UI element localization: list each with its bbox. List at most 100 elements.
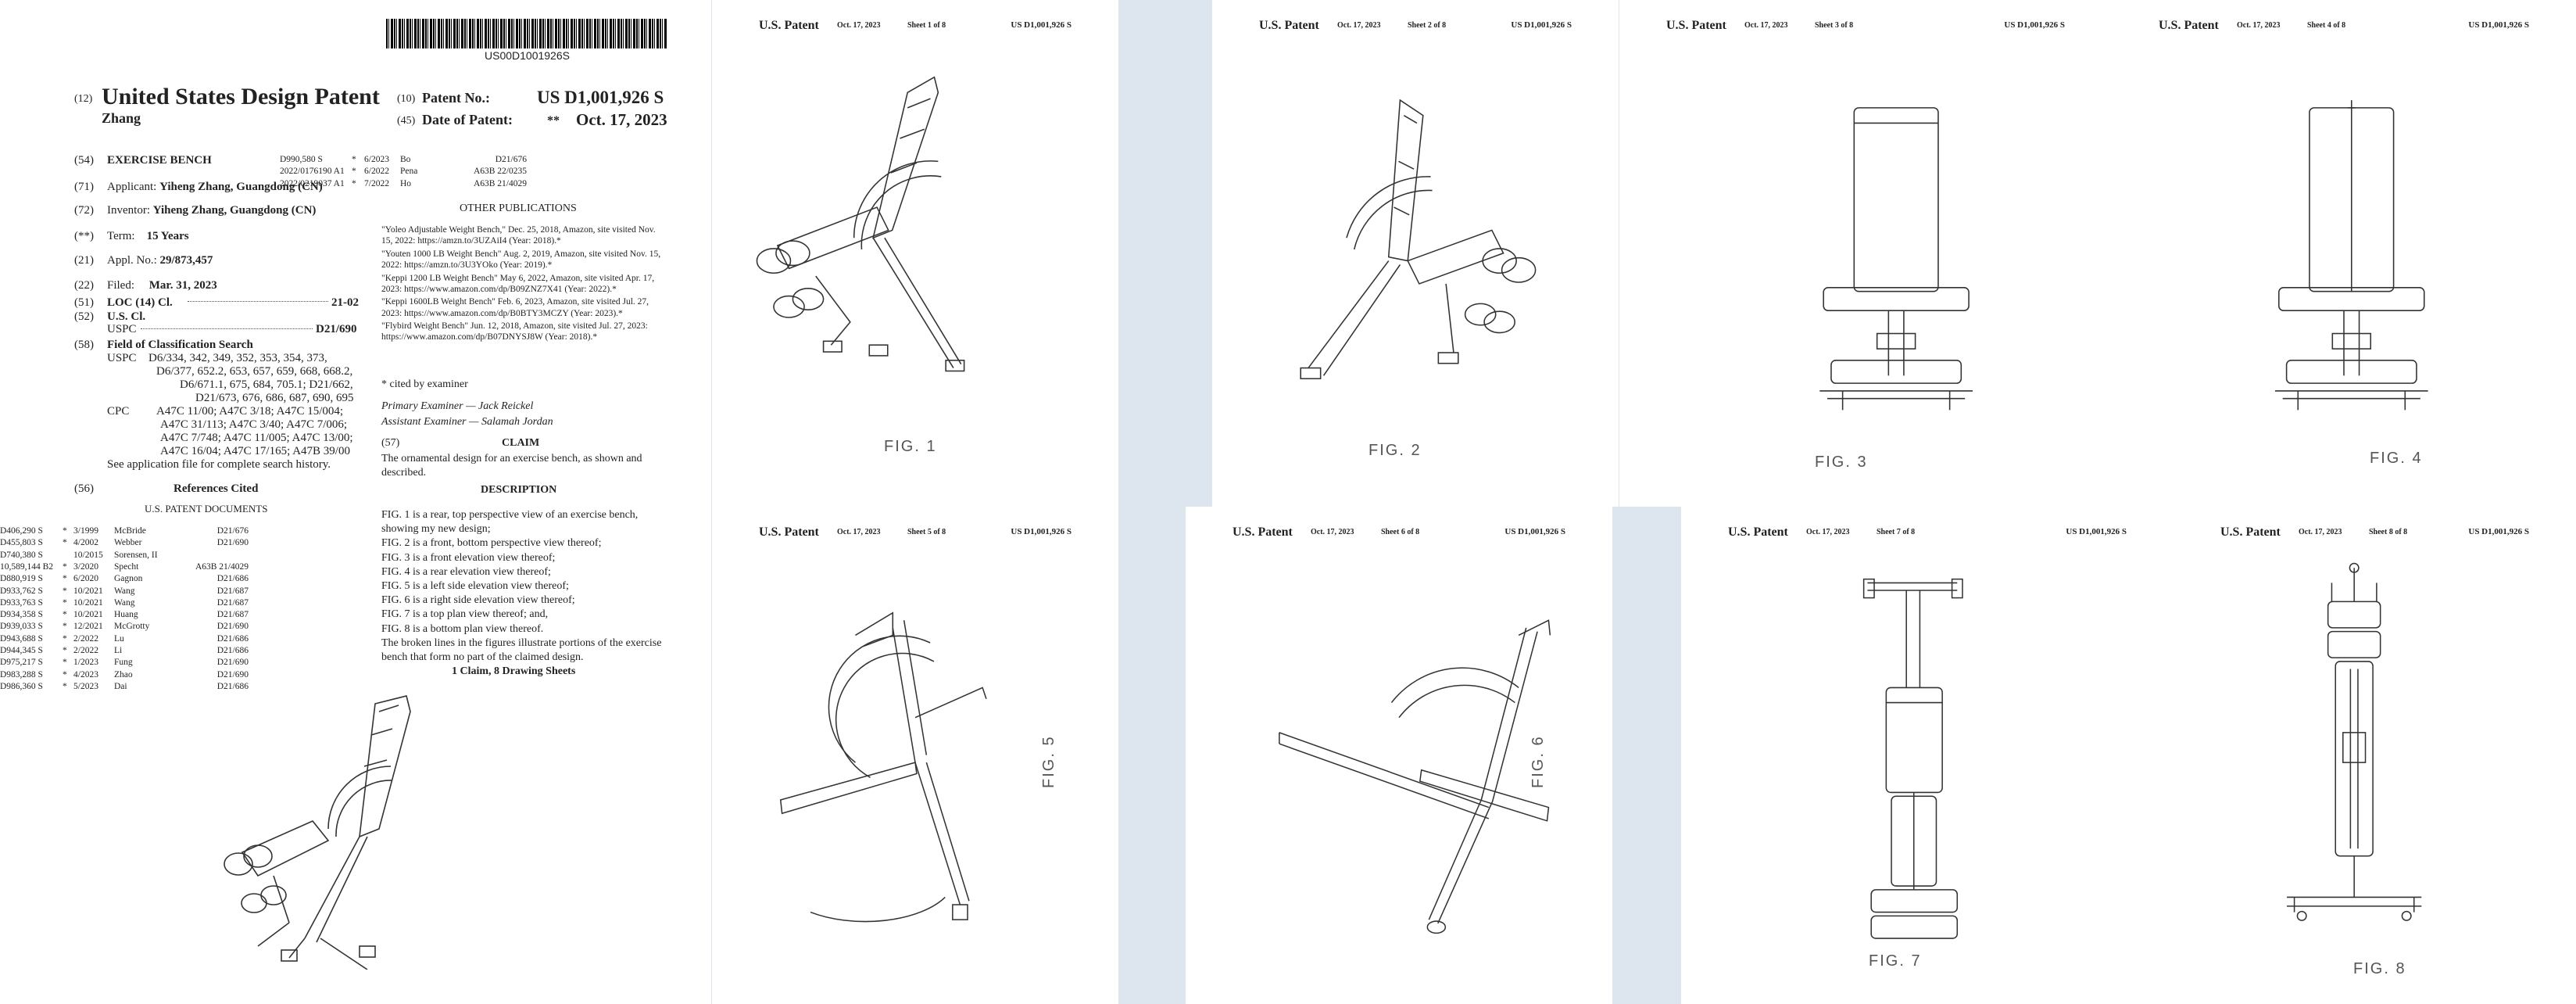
date-code: (45) bbox=[397, 115, 416, 127]
uscl-value: D21/690 bbox=[316, 323, 357, 335]
publication-item: "Keppi 1600LB Weight Bench" Feb. 6, 2023… bbox=[381, 297, 649, 318]
refs-title: References Cited bbox=[174, 482, 259, 495]
sheet-patent-number: US D1,001,926 S bbox=[2468, 527, 2529, 536]
figure-label: FIG. 2 bbox=[1368, 442, 1422, 459]
ref-cited-mark: * bbox=[63, 622, 67, 632]
ref-name: Specht bbox=[114, 561, 139, 572]
field-label: Applicant: bbox=[107, 181, 157, 193]
sheet-patent-number: US D1,001,926 S bbox=[1011, 20, 1072, 30]
sheet-number: Sheet 7 of 8 bbox=[1877, 528, 1916, 536]
ref-cited-mark: * bbox=[63, 633, 67, 644]
ref-name: Sorensen, II bbox=[114, 550, 158, 560]
claims-summary: 1 Claim, 8 Drawing Sheets bbox=[452, 665, 576, 677]
ref-cited-mark: * bbox=[352, 178, 356, 188]
ref-date: 7/2022 bbox=[364, 178, 389, 188]
ref-class: A63B 21/4029 bbox=[473, 178, 527, 188]
description-line: FIG. 8 is a bottom plan view thereof. bbox=[381, 622, 544, 635]
cpc-line: A47C 11/00; A47C 3/18; A47C 15/004; bbox=[156, 405, 344, 418]
figure-label: FIG. 3 bbox=[1815, 454, 1868, 471]
sheet-header-title: U.S. Patent bbox=[2159, 19, 2219, 32]
sheet-date: Oct. 17, 2023 bbox=[1337, 21, 1381, 30]
field-code: (71) bbox=[74, 181, 94, 193]
drawing-sheet-3: U.S. Patent Oct. 17, 2023 Sheet 3 of 8 U… bbox=[1619, 0, 2112, 507]
field-label: Appl. No.: bbox=[107, 254, 157, 267]
figure-label: FIG. 4 bbox=[2370, 450, 2423, 467]
sheet-header-title: U.S. Patent bbox=[759, 525, 819, 539]
description-line: FIG. 1 is a rear, top perspective view o… bbox=[381, 509, 639, 536]
cpc-label: CPC bbox=[107, 405, 130, 418]
sheet-date: Oct. 17, 2023 bbox=[1311, 528, 1354, 536]
publication-item: "Flybird Weight Bench" Jun. 12, 2018, Am… bbox=[381, 321, 648, 342]
ref-number: D944,345 S bbox=[0, 646, 43, 655]
figure-label: FIG. 5 bbox=[1040, 735, 1057, 788]
field-code: (22) bbox=[74, 279, 94, 292]
ref-name: Wang bbox=[114, 586, 135, 596]
uspc-line: D6/377, 652.2, 653, 657, 659, 668, 668.2… bbox=[156, 365, 353, 378]
figure-drawing bbox=[1300, 99, 1537, 380]
loc-value: 21-02 bbox=[331, 296, 359, 309]
ref-class: D21/676 bbox=[216, 526, 249, 536]
ref-class: D21/686 bbox=[216, 681, 249, 691]
field-code: (54) bbox=[74, 154, 94, 167]
sheet-header-title: U.S. Patent bbox=[1728, 525, 1788, 539]
uspc-line: D6/334, 342, 349, 352, 353, 354, 373, bbox=[148, 352, 327, 364]
description-line: FIG. 3 is a front elevation view thereof… bbox=[381, 551, 556, 564]
ref-date: 4/2002 bbox=[73, 538, 98, 548]
ref-name: Fung bbox=[114, 658, 133, 668]
sheet-date: Oct. 17, 2023 bbox=[837, 528, 881, 536]
ref-name: Gagnon bbox=[114, 574, 143, 584]
ref-cited-mark: * bbox=[63, 561, 67, 572]
field-code: (52) bbox=[74, 310, 94, 323]
ref-date: 3/2020 bbox=[73, 561, 98, 572]
uspc-line: D21/673, 676, 686, 687, 690, 695 bbox=[195, 392, 354, 404]
cpc-line: A47C 7/748; A47C 11/005; A47C 13/00; bbox=[160, 432, 353, 444]
ref-date: 2/2022 bbox=[73, 633, 98, 644]
ref-cited-mark: * bbox=[63, 574, 67, 584]
ref-date: 1/2023 bbox=[73, 658, 98, 668]
patent-no-code: (10) bbox=[397, 93, 416, 105]
sheet-number: Sheet 1 of 8 bbox=[907, 21, 946, 30]
field-label: Term: bbox=[107, 230, 135, 242]
uscl-label: U.S. Cl. bbox=[107, 310, 146, 323]
ref-name: Ho bbox=[400, 178, 412, 188]
ref-class: D21/676 bbox=[495, 155, 527, 164]
ref-class: D21/687 bbox=[216, 586, 249, 596]
ref-class: D21/690 bbox=[216, 538, 249, 548]
front-page: US00D1001926S (12) United States Design … bbox=[0, 0, 711, 1004]
figure-drawing bbox=[1819, 107, 1973, 411]
description-lines: FIG. 1 is a rear, top perspective view o… bbox=[381, 508, 666, 665]
figure-drawing bbox=[1862, 578, 1963, 939]
ref-date: 5/2023 bbox=[73, 681, 98, 691]
ref-number: D740,380 S bbox=[0, 550, 43, 560]
description-line: FIG. 4 is a rear elevation view thereof; bbox=[381, 565, 551, 578]
drawing-sheet-5: U.S. Patent Oct. 17, 2023 Sheet 5 of 8 U… bbox=[712, 507, 1118, 1004]
assistant-examiner: Assistant Examiner — Salamah Jordan bbox=[381, 416, 553, 428]
drawing-sheet-2: U.S. Patent Oct. 17, 2023 Sheet 2 of 8 U… bbox=[1212, 0, 1619, 507]
drawing-sheet-7: U.S. Patent Oct. 17, 2023 Sheet 7 of 8 U… bbox=[1681, 507, 2174, 1004]
loc-label: LOC (14) Cl. bbox=[107, 296, 173, 309]
ref-class: A63B 22/0235 bbox=[473, 167, 527, 177]
description-line: FIG. 5 is a left side elevation view the… bbox=[381, 579, 569, 592]
ref-number: D939,033 S bbox=[0, 622, 43, 632]
leader-dots bbox=[188, 301, 328, 302]
applicant-value: Yiheng Zhang, Guangdong (CN) bbox=[159, 181, 323, 193]
inventor-value: Yiheng Zhang, Guangdong (CN) bbox=[152, 204, 317, 217]
ref-class: D21/687 bbox=[216, 610, 249, 620]
ref-class: D21/686 bbox=[216, 633, 249, 644]
figure-drawing bbox=[2274, 100, 2428, 411]
ref-number: D933,762 S bbox=[0, 586, 43, 596]
sheet-number: Sheet 6 of 8 bbox=[1381, 528, 1420, 536]
ref-cited-mark: * bbox=[63, 526, 67, 536]
barcode bbox=[386, 19, 667, 48]
refs-subtitle: U.S. PATENT DOCUMENTS bbox=[145, 503, 268, 515]
ref-number: D455,803 S bbox=[0, 538, 43, 548]
sheet-patent-number: US D1,001,926 S bbox=[2066, 527, 2127, 536]
ref-date: 6/2020 bbox=[73, 574, 98, 584]
